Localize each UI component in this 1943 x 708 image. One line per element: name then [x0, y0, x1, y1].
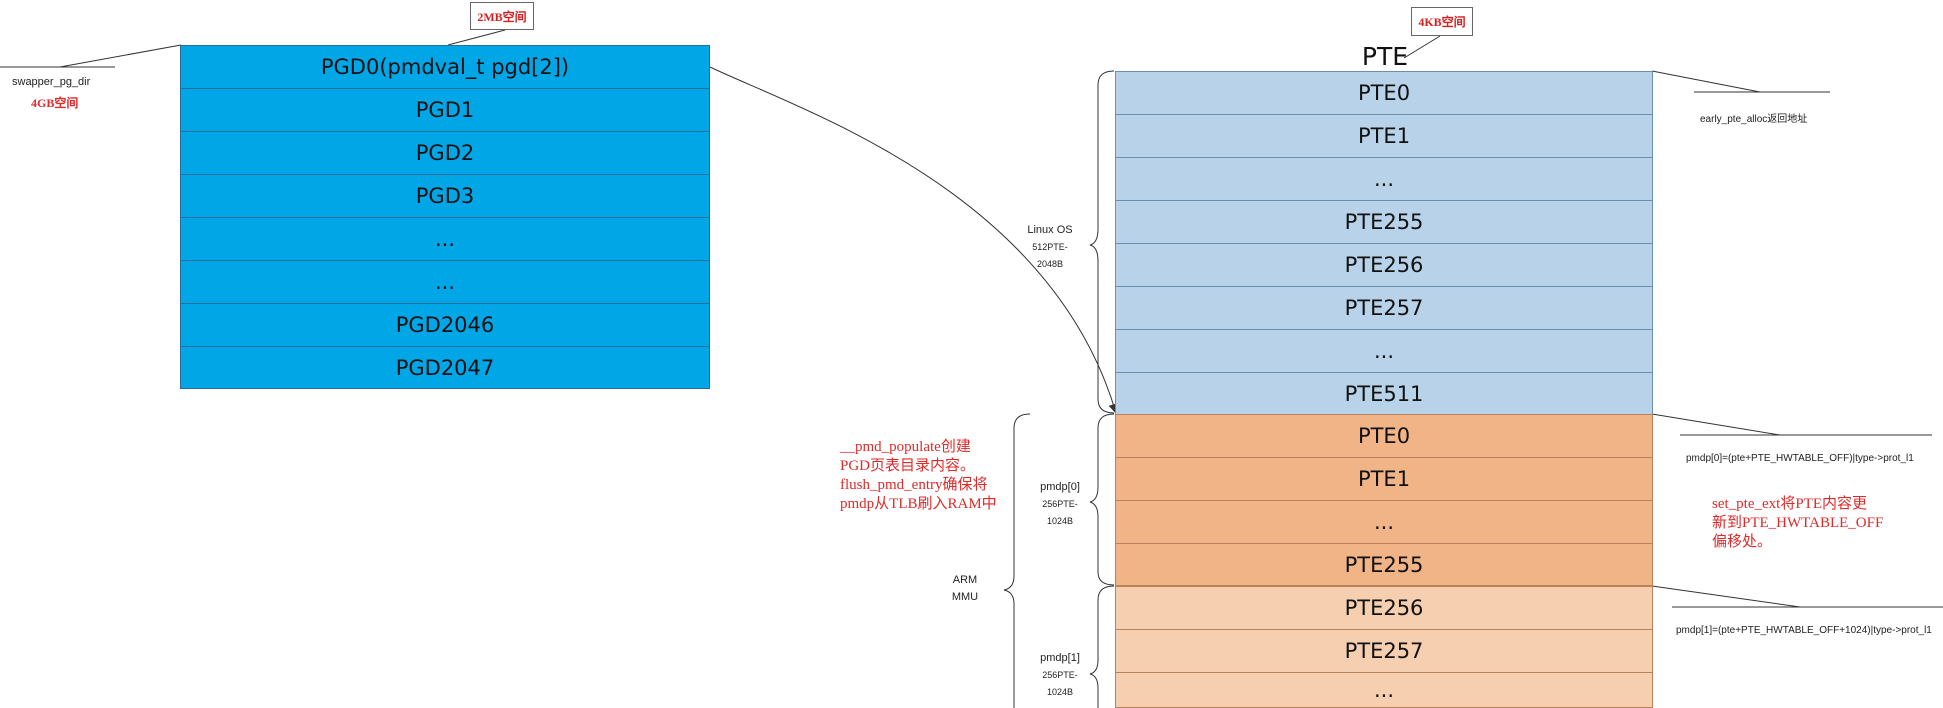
pte-table-title: PTE	[1361, 42, 1409, 71]
swapper-pg-dir-label: swapper_pg_dir	[12, 76, 91, 88]
pte-row: PTE255	[1115, 200, 1653, 244]
pmdp1-title: pmdp[1]	[1040, 652, 1080, 664]
note-line: PGD页表目录内容。	[840, 458, 976, 474]
pmdp1-count: 256PTE-	[1042, 670, 1078, 680]
note-line: set_pte_ext将PTE内容更	[1712, 496, 1867, 512]
pgd-row: PGD1	[180, 88, 710, 132]
linux-os-title: Linux OS	[1027, 224, 1073, 236]
note-line: 偏移处。	[1712, 534, 1773, 550]
pte-row: ...	[1115, 329, 1653, 373]
pgd-size-tag: 2MB空间	[470, 2, 534, 30]
note-line: __pmd_populate创建	[840, 439, 971, 455]
pgd-row: PGD2047	[180, 346, 710, 389]
pte-row: ...	[1115, 500, 1653, 544]
pmdp0-label: pmdp[0] 256PTE- 1024B	[1025, 479, 1095, 530]
pte-row: PTE511	[1115, 372, 1653, 415]
pgd-row: PGD2046	[180, 303, 710, 347]
pmdp1-size: 1024B	[1046, 687, 1074, 697]
pte-row: PTE1	[1115, 114, 1653, 158]
linux-os-label: Linux OS 512PTE- 2048B	[1015, 222, 1085, 273]
pte-row: PTE256	[1115, 243, 1653, 287]
pmdp1-equation: pmdp[1]=(pte+PTE_HWTABLE_OFF+1024)|type-…	[1676, 625, 1932, 636]
pgd-row: PGD2	[180, 131, 710, 175]
pte-row: PTE255	[1115, 543, 1653, 586]
early-pte-alloc-note: early_pte_alloc返回地址	[1700, 114, 1808, 125]
linux-os-count: 512PTE-	[1032, 242, 1068, 252]
pte-row: PTE256	[1115, 586, 1653, 630]
pte-row: PTE257	[1115, 629, 1653, 673]
pte-row: ...	[1115, 672, 1653, 708]
address-space-label: 4GB空间	[31, 96, 79, 110]
note-line: pmdp从TLB刷入RAM中	[840, 496, 997, 512]
note-line: 新到PTE_HWTABLE_OFF	[1712, 515, 1884, 531]
pmdp0-count: 256PTE-	[1042, 499, 1078, 509]
pmdp0-size: 1024B	[1046, 516, 1074, 526]
pte-row: ...	[1115, 157, 1653, 201]
pte-size-tag: 4KB空间	[1411, 7, 1473, 36]
pgd-row: PGD3	[180, 174, 710, 218]
arm-label: ARM	[952, 574, 978, 586]
pmd-populate-note: __pmd_populate创建 PGD页表目录内容。 flush_pmd_en…	[840, 438, 997, 514]
pte-row: PTE0	[1115, 71, 1653, 115]
set-pte-ext-note: set_pte_ext将PTE内容更 新到PTE_HWTABLE_OFF 偏移处…	[1712, 495, 1883, 552]
pgd-row: ...	[180, 217, 710, 261]
pmdp0-title: pmdp[0]	[1040, 481, 1080, 493]
pgd-row: ...	[180, 260, 710, 304]
linux-os-size: 2048B	[1036, 259, 1064, 269]
pte-row: PTE1	[1115, 457, 1653, 501]
arm-mmu-label: ARM MMU	[930, 572, 1000, 606]
pte-row: PTE0	[1115, 414, 1653, 458]
pte-row: PTE257	[1115, 286, 1653, 330]
pmdp1-label: pmdp[1] 256PTE- 1024B	[1025, 650, 1095, 701]
pgd-row: PGD0(pmdval_t pgd[2])	[180, 45, 710, 89]
mmu-label: MMU	[951, 591, 979, 603]
pmdp0-equation: pmdp[0]=(pte+PTE_HWTABLE_OFF)|type->prot…	[1686, 453, 1914, 464]
note-line: flush_pmd_entry确保将	[840, 477, 988, 493]
